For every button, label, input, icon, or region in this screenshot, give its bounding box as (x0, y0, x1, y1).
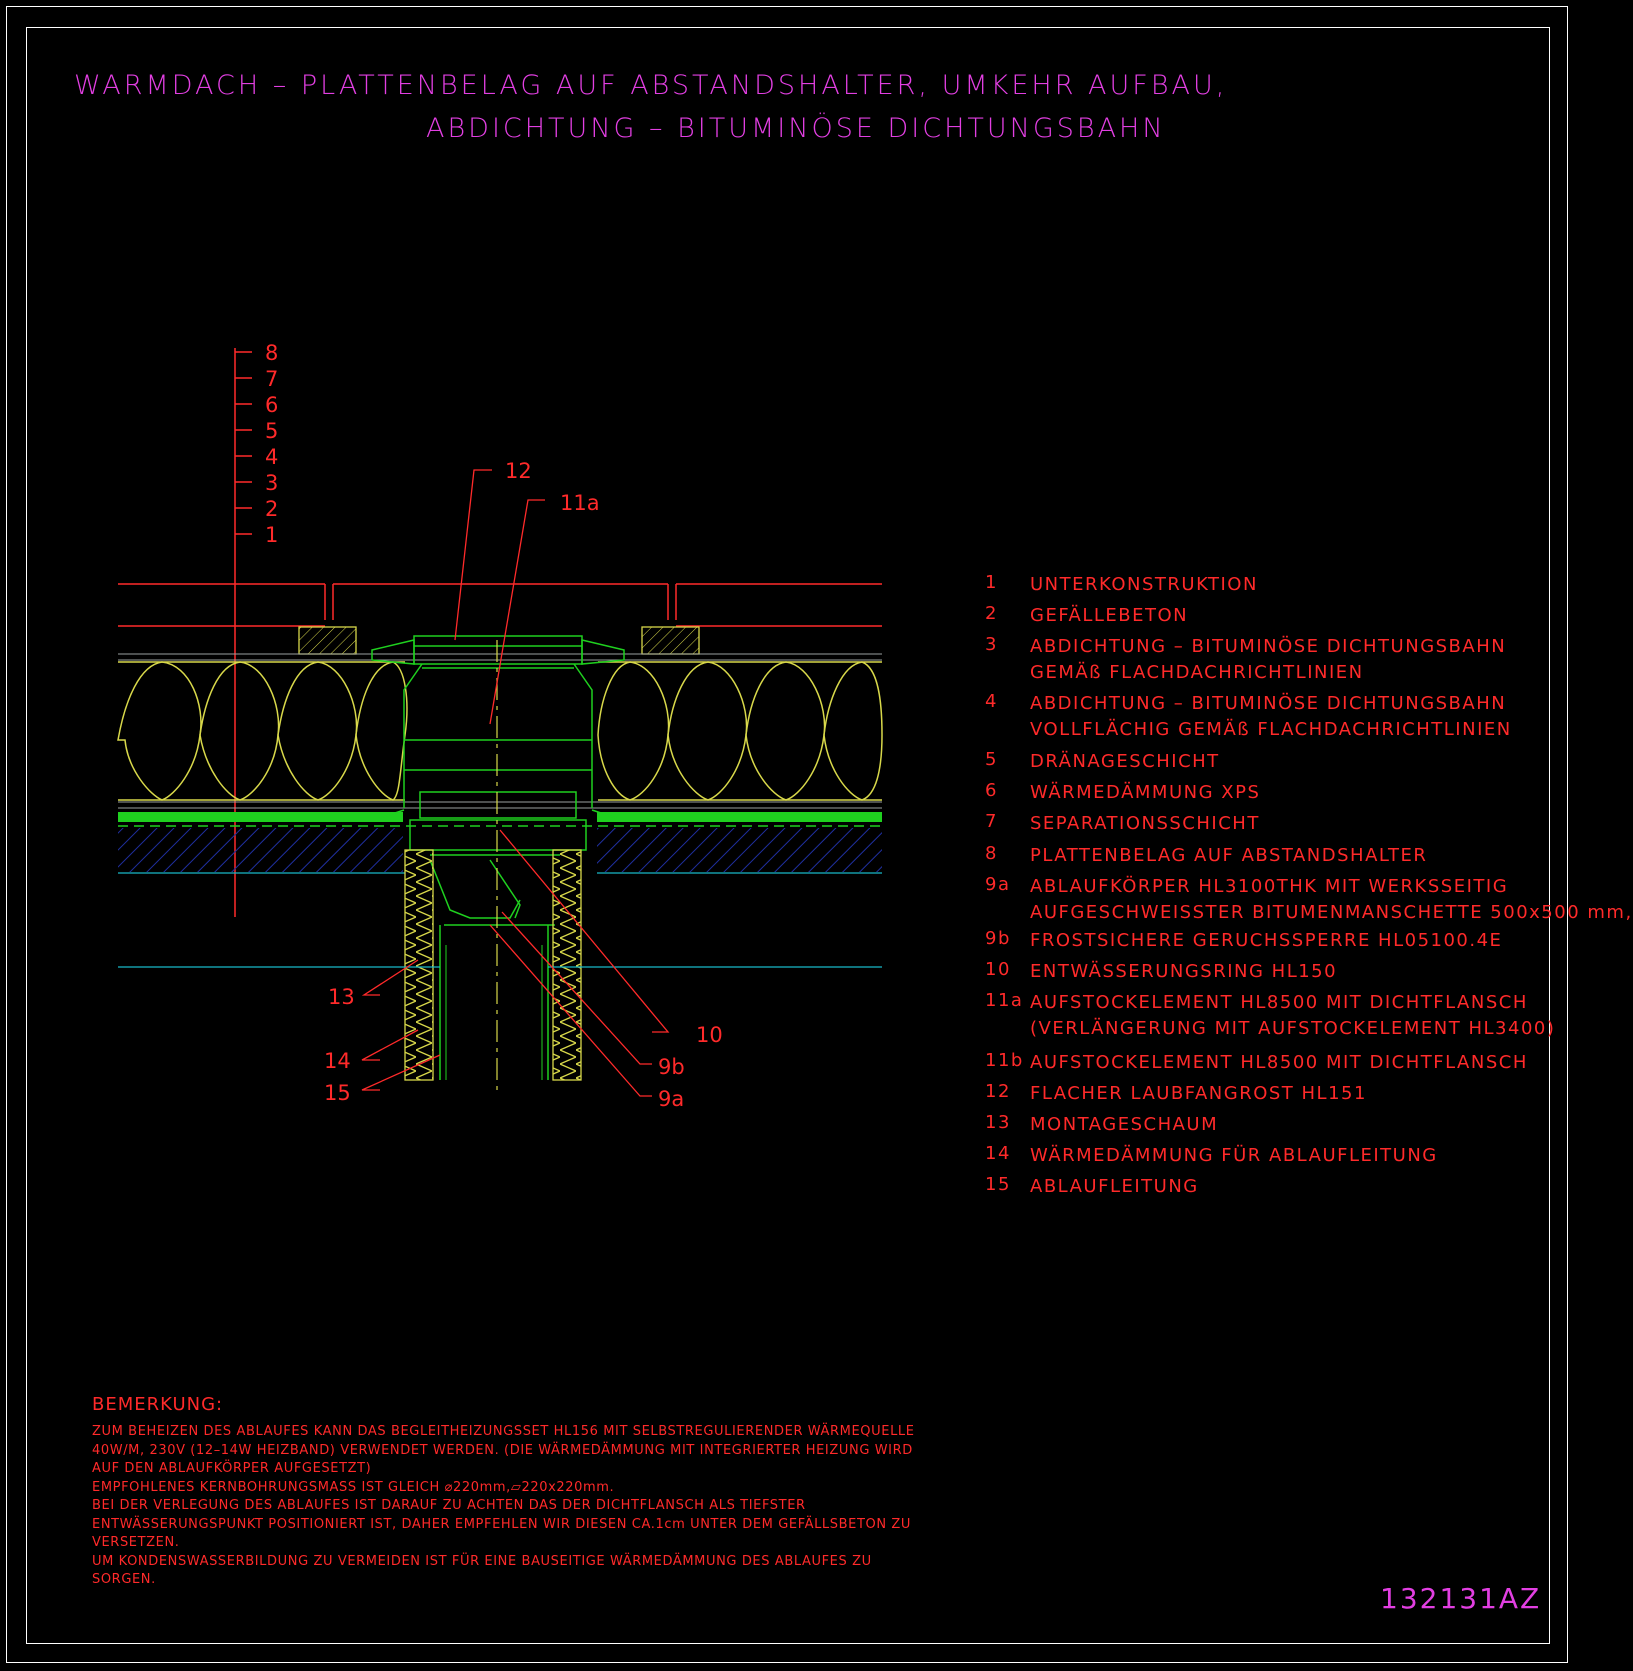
legend-text: FROSTSICHERE GERUCHSSPERRE HL05100.4E (1030, 930, 1503, 951)
legend-number: 9a (985, 874, 1011, 895)
remarks-line: UM KONDENSWASSERBILDUNG ZU VERMEIDEN IST… (92, 1553, 872, 1569)
legend-number: 5 (985, 749, 998, 770)
legend-number: 2 (985, 603, 998, 624)
callout-12: 12 (505, 459, 532, 483)
remarks-line: EMPFOHLENES KERNBOHRUNGSMASS IST GLEICH … (92, 1479, 615, 1495)
drawing-number: 132131AZ (1380, 1582, 1542, 1615)
legend-number: 8 (985, 843, 998, 864)
legend-text: WÄRMEDÄMMUNG XPS (1030, 782, 1261, 803)
leader-lines (361, 469, 670, 1097)
legend-item: 12 FLACHER LAUBFANGROST HL151 (985, 1081, 1367, 1107)
legend-number: 12 (985, 1081, 1011, 1102)
legend-number: 4 (985, 691, 998, 712)
legend-number: 13 (985, 1112, 1011, 1133)
layer-label-3: 3 (265, 471, 278, 495)
callout-14: 14 (324, 1049, 351, 1073)
layer-label-4: 4 (265, 445, 278, 469)
remarks-line: BEI DER VERLEGUNG DES ABLAUFES IST DARAU… (92, 1498, 806, 1513)
layer-label-7: 7 (265, 367, 278, 391)
legend-text: GEFÄLLEBETON (1030, 605, 1189, 626)
remarks-block: BEMERKUNG: ZUM BEHEIZEN DES ABLAUFES KAN… (92, 1394, 932, 1590)
legend-item: 15 ABLAUFLEITUNG (985, 1174, 1199, 1200)
legend-text: ABDICHTUNG – BITUMINÖSE DICHTUNGSBAHN GE… (1030, 636, 1507, 683)
legend-number: 1 (985, 572, 998, 593)
remarks-line: ZUM BEHEIZEN DES ABLAUFES KANN DAS BEGLE… (92, 1424, 915, 1439)
legend-text: ABLAUFKÖRPER HL3100THK MIT WERKSSEITIG A… (1030, 876, 1633, 923)
paving-slabs (118, 583, 882, 627)
legend-number: 14 (985, 1143, 1011, 1164)
legend-item: 8 PLATTENBELAG AUF ABSTANDSHALTER (985, 843, 1427, 869)
drainage-layer (118, 801, 882, 827)
callout-9b: 9b (658, 1055, 685, 1079)
remarks-line: ENTWÄSSERUNGSPUNKT POSITIONIERT IST, DAH… (92, 1516, 912, 1532)
legend-text: MONTAGESCHAUM (1030, 1114, 1219, 1135)
layer-ruler: 8 7 6 5 4 3 2 1 (234, 341, 278, 917)
layer-label-5: 5 (265, 419, 278, 443)
inner-frame (26, 27, 1550, 1644)
legend-text: DRÄNAGESCHICHT (1030, 751, 1220, 772)
legend-item: 4 ABDICHTUNG – BITUMINÖSE DICHTUNGSBAHN V… (985, 691, 1512, 743)
spacer-pads (298, 626, 700, 655)
legend-item: 11a AUFSTOCKELEMENT HL8500 MIT DICHTFLANS… (985, 990, 1555, 1042)
remarks-line: AUF DEN ABLAUFKÖRPER AUFGESETZT) (92, 1461, 372, 1476)
legend-text: ABDICHTUNG – BITUMINÖSE DICHTUNGSBAHN VO… (1030, 693, 1512, 740)
legend-item: 2 GEFÄLLEBETON (985, 603, 1188, 629)
legend-number: 11a (985, 990, 1024, 1011)
legend-text: FLACHER LAUBFANGROST HL151 (1030, 1083, 1367, 1104)
drawing-title-line-2: ABDICHTUNG – BITUMINÖSE DICHTUNGSBAHN (426, 113, 1166, 144)
callout-10: 10 (696, 1023, 723, 1047)
callout-15: 15 (324, 1081, 351, 1105)
callout-11a: 11a (560, 491, 600, 515)
remarks-line: VERSETZEN. (92, 1535, 180, 1550)
legend-number: 15 (985, 1174, 1011, 1195)
legend-item: 3 ABDICHTUNG – BITUMINÖSE DICHTUNGSBAHN G… (985, 634, 1506, 686)
legend-number: 7 (985, 811, 998, 832)
legend-item: 7 SEPARATIONSSCHICHT (985, 811, 1260, 837)
legend-item: 10 ENTWÄSSERUNGSRING HL150 (985, 959, 1337, 985)
drawing-title-line-1: WARMDACH – PLATTENBELAG AUF ABSTANDSHALT… (74, 70, 1228, 101)
legend-item: 5 DRÄNAGESCHICHT (985, 749, 1220, 775)
legend-text: ENTWÄSSERUNGSRING HL150 (1030, 961, 1338, 982)
legend-item: 14 WÄRMEDÄMMUNG FÜR ABLAUFLEITUNG (985, 1143, 1438, 1169)
legend-text: ABLAUFLEITUNG (1030, 1176, 1199, 1197)
legend-text: PLATTENBELAG AUF ABSTANDSHALTER (1030, 845, 1428, 866)
layer-label-6: 6 (265, 393, 278, 417)
sloped-concrete (118, 828, 882, 874)
section-drawing: 8 7 6 5 4 3 2 1 (117, 341, 883, 1111)
layer-label-8: 8 (265, 341, 278, 365)
legend-number: 9b (985, 928, 1011, 949)
legend-number: 11b (985, 1050, 1024, 1071)
remarks-line: 40W/M, 230V (12–14W HEIZBAND) VERWENDET … (92, 1442, 913, 1458)
remarks-heading: BEMERKUNG: (92, 1394, 224, 1415)
layer-label-1: 1 (265, 523, 278, 547)
xps-insulation (117, 661, 883, 801)
legend-number: 10 (985, 959, 1011, 980)
layer-label-2: 2 (265, 497, 278, 521)
outer-frame (6, 6, 1568, 1663)
legend-item: 9a ABLAUFKÖRPER HL3100THK MIT WERKSSEITIG… (985, 874, 1633, 926)
legend-text: AUFSTOCKELEMENT HL8500 MIT DICHTFLANSCH … (1030, 992, 1556, 1039)
legend-text: AUFSTOCKELEMENT HL8500 MIT DICHTFLANSCH (1030, 1052, 1528, 1073)
legend-item: 6 WÄRMEDÄMMUNG XPS (985, 780, 1260, 806)
legend-number: 6 (985, 780, 998, 801)
drain-assembly (371, 635, 625, 926)
legend-item: 11b AUFSTOCKELEMENT HL8500 MIT DICHTFLANS… (985, 1050, 1528, 1076)
legend-item: 1 UNTERKONSTRUKTION (985, 572, 1258, 598)
legend-number: 3 (985, 634, 998, 655)
legend-item: 9b FROSTSICHERE GERUCHSSPERRE HL05100.4E (985, 928, 1502, 954)
callout-13: 13 (328, 985, 355, 1009)
legend-text: WÄRMEDÄMMUNG FÜR ABLAUFLEITUNG (1030, 1145, 1438, 1166)
legend-text: UNTERKONSTRUKTION (1030, 574, 1258, 595)
separation-layer (118, 653, 882, 661)
legend-item: 13 MONTAGESCHAUM (985, 1112, 1218, 1138)
callout-9a: 9a (658, 1087, 684, 1111)
legend-text: SEPARATIONSSCHICHT (1030, 813, 1260, 834)
remarks-line: SORGEN. (92, 1572, 156, 1587)
